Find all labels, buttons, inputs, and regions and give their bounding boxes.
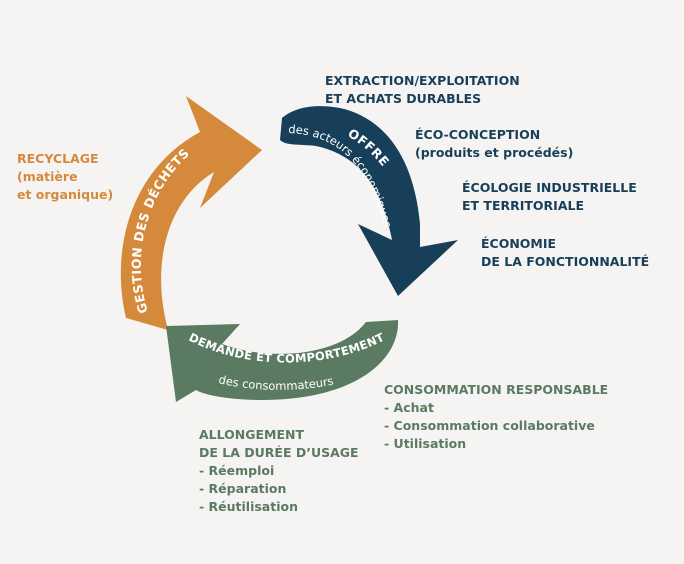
dechets-arrow-shape xyxy=(120,96,262,330)
ecologie-line-1: ÉCOLOGIE INDUSTRIELLE xyxy=(462,180,637,195)
consommation-line-1: CONSOMMATION RESPONSABLE xyxy=(384,382,609,397)
eco-conception-label: ÉCO-CONCEPTION (produits et procédés) xyxy=(415,126,573,162)
consommation-label: CONSOMMATION RESPONSABLE - Achat - Conso… xyxy=(384,381,608,453)
dechets-arrow: GESTION DES DÉCHETS xyxy=(120,96,262,330)
ecologie-label: ÉCOLOGIE INDUSTRIELLE ET TERRITORIALE xyxy=(462,179,637,215)
eco-conception-line-2: (produits et procédés) xyxy=(415,145,574,160)
consommation-line-3: - Consommation collaborative xyxy=(384,418,595,433)
ecologie-line-2: ET TERRITORIALE xyxy=(462,198,584,213)
consommation-line-4: - Utilisation xyxy=(384,436,467,451)
allongement-line-1: ALLONGEMENT xyxy=(199,427,305,442)
allongement-line-3: - Réemploi xyxy=(199,463,275,478)
extraction-label: EXTRACTION/EXPLOITATION ET ACHATS DURABL… xyxy=(325,72,520,108)
allongement-line-4: - Réparation xyxy=(199,481,287,496)
allongement-label: ALLONGEMENT DE LA DURÉE D’USAGE - Réempl… xyxy=(199,426,359,516)
extraction-line-1: EXTRACTION/EXPLOITATION xyxy=(325,73,520,88)
recyclage-label: RECYCLAGE (matière et organique) xyxy=(17,150,113,204)
consommation-line-2: - Achat xyxy=(384,400,434,415)
allongement-line-2: DE LA DURÉE D’USAGE xyxy=(199,445,359,460)
allongement-line-5: - Réutilisation xyxy=(199,499,298,514)
recyclage-line-3: et organique) xyxy=(17,187,114,202)
recyclage-line-2: (matière xyxy=(17,169,78,184)
economie-label: ÉCONOMIE DE LA FONCTIONNALITÉ xyxy=(481,235,649,271)
recyclage-line-1: RECYCLAGE xyxy=(17,151,99,166)
economie-line-1: ÉCONOMIE xyxy=(481,236,557,251)
offre-arrow-shape xyxy=(280,106,458,296)
eco-conception-line-1: ÉCO-CONCEPTION xyxy=(415,127,541,142)
demande-arrow: DEMANDE ET COMPORTEMENT des consommateur… xyxy=(166,320,399,402)
extraction-line-2: ET ACHATS DURABLES xyxy=(325,91,482,106)
economie-line-2: DE LA FONCTIONNALITÉ xyxy=(481,254,650,269)
demande-arrow-shape xyxy=(166,320,399,402)
